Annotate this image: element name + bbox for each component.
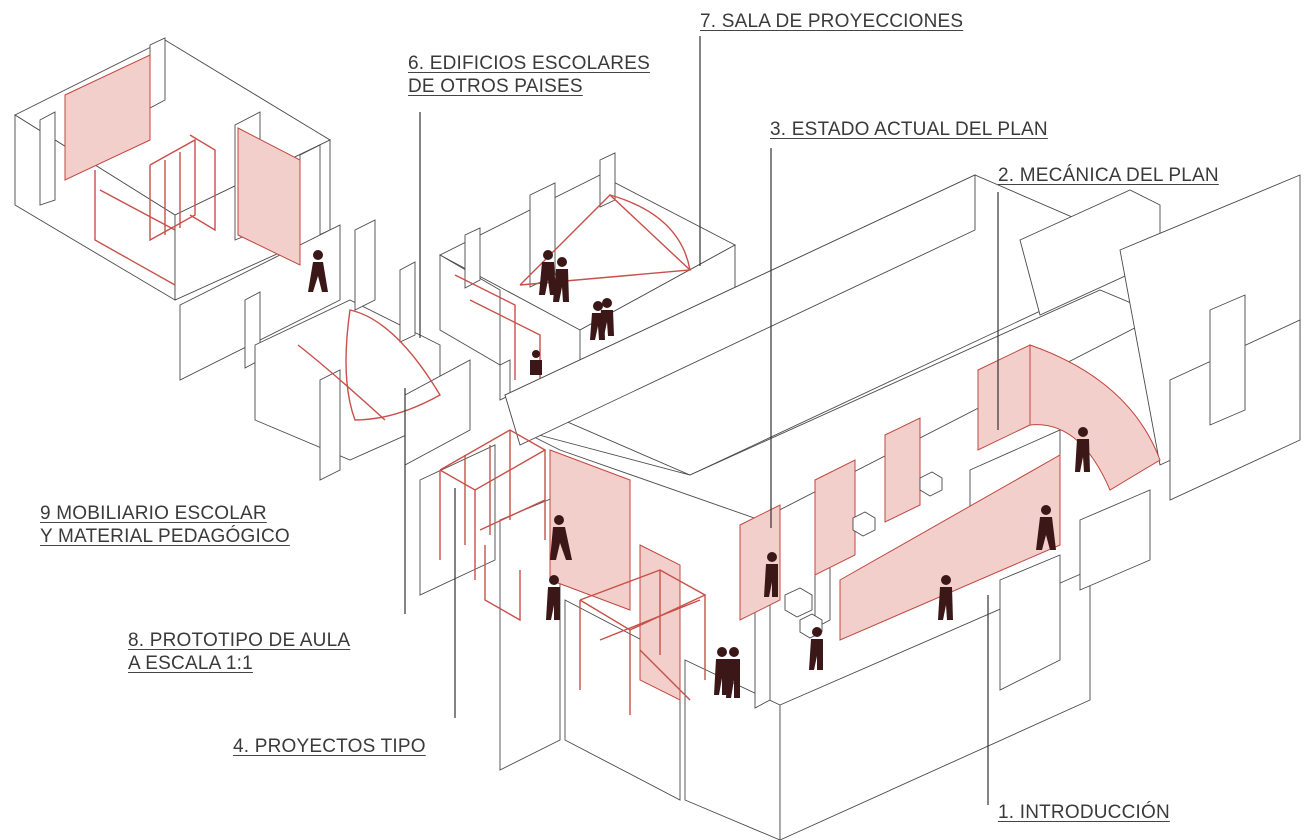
person-figure [1036,505,1056,550]
person-figure [809,627,823,670]
pedestals [784,471,943,639]
label-edificios-escolares: 6. EDIFICIOS ESCOLARES DE OTROS PAISES [408,53,650,97]
person-figure [553,257,569,302]
leader-lines [404,36,999,805]
person-figure [539,250,556,295]
central-corridor-structure [254,219,471,481]
people [308,250,1090,698]
person-figure [550,515,572,560]
left-wing-panels [64,54,301,286]
label-introduccion: 1. INTRODUCCIÓN [998,802,1170,823]
main-hall-panels [549,344,1161,701]
main-hall-structure [419,174,1301,840]
label-mecanica: 2. MECÁNICA DEL PLAN [998,165,1219,186]
prototype-frames [439,429,707,715]
person-figure [714,647,728,695]
label-mobiliario: 9 MOBILIARIO ESCOLAR Y MATERIAL PEDAGÓGI… [40,503,290,547]
person-figure [1075,427,1090,472]
person-figure [938,575,953,620]
person-figure [530,350,542,375]
label-sala-proyecciones: 7. SALA DE PROYECCIONES [700,11,964,32]
person-figure [308,250,328,292]
person-figure [599,298,614,336]
label-prototipo-aula: 8. PROTOTIPO DE AULA A ESCALA 1:1 [128,630,351,674]
person-figure [726,647,740,698]
label-proyectos-tipo: 4. PROYECTOS TIPO [233,736,426,757]
person-figure [764,552,778,597]
label-estado-actual: 3. ESTADO ACTUAL DEL PLAN [770,119,1048,140]
person-figure [546,575,560,620]
